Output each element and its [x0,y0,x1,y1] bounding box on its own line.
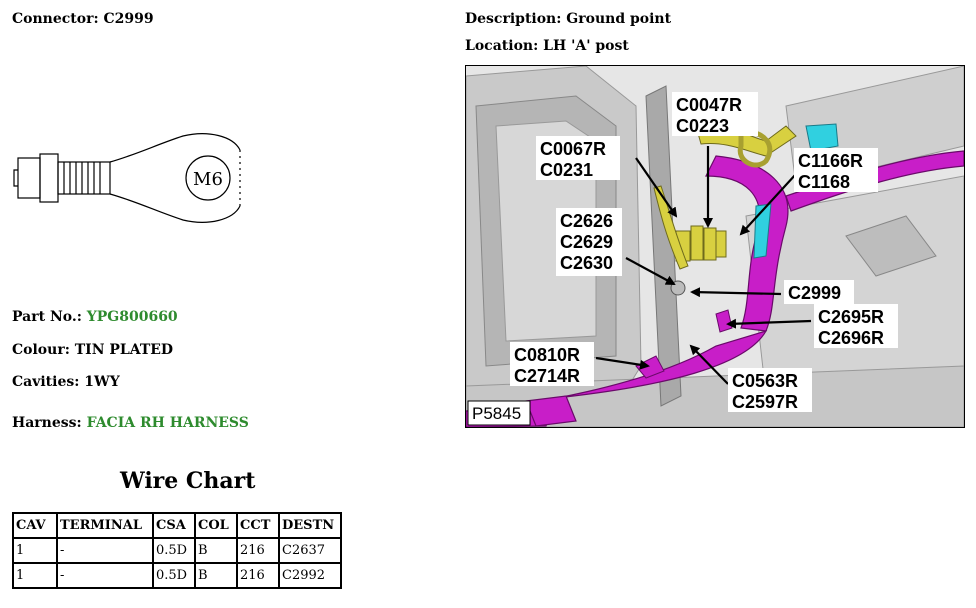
cavities-label: Cavities: 1WY [12,374,120,390]
location-photo: C0047R C0223 C0067R C0231 C1166R C1168 C… [465,65,965,428]
description-label: Description: Ground point [465,11,672,27]
callout-c1168: C1168 [798,172,850,192]
part-no-value: YPG800660 [86,309,178,325]
cell-csa: 0.5D [152,537,196,564]
colour-value: TIN PLATED [74,342,174,358]
callout-c2597r: C2597R [732,392,798,412]
col-terminal: TERMINAL [56,512,154,539]
callout-c2695r: C2695R [818,307,884,327]
table-row: 1 - 0.5D B 216 C2992 [12,562,342,589]
location-value: LH 'A' post [543,38,629,54]
callout-c0223: C0223 [676,116,729,136]
harness-value: FACIA RH HARNESS [86,415,249,431]
description-value: Ground point [566,11,672,27]
cavities-value: 1WY [84,374,120,390]
callout-c2696r: C2696R [818,328,884,348]
callout-c0231: C0231 [540,160,593,180]
wire-chart-table: CAV TERMINAL CSA COL CCT DESTN 1 - 0.5D … [12,512,342,589]
terminal-marking: M6 [193,169,223,190]
callout-c0067r: C0067R [540,139,606,159]
callout-c2999: C2999 [788,283,841,303]
cell-col: B [194,537,238,564]
col-cav: CAV [12,512,58,539]
table-row: 1 - 0.5D B 216 C2637 [12,537,342,564]
callout-c2626: C2626 [560,211,613,231]
callout-c2629: C2629 [560,232,613,252]
cell-cav: 1 [12,537,58,564]
cell-terminal: - [56,562,154,589]
callout-c2714r: C2714R [514,366,580,386]
wire-chart-title: Wire Chart [120,468,256,494]
photo-id-label: P5845 [472,404,521,423]
cell-cct: 216 [236,562,280,589]
col-cct: CCT [236,512,280,539]
cell-cav: 1 [12,562,58,589]
table-header-row: CAV TERMINAL CSA COL CCT DESTN [12,512,342,539]
cell-terminal: - [56,537,154,564]
callout-c0047r: C0047R [676,95,742,115]
connector-value: C2999 [103,11,154,27]
cell-destn: C2992 [278,562,342,589]
colour-label: Colour: TIN PLATED [12,342,174,358]
callout-c1166r: C1166R [798,151,863,171]
connector-label: Connector: C2999 [12,11,154,27]
part-no-label: Part No.: YPG800660 [12,309,178,325]
col-destn: DESTN [278,512,342,539]
col-col: COL [194,512,238,539]
location-label: Location: LH 'A' post [465,38,629,54]
location-illustration: C0047R C0223 C0067R C0231 C1166R C1168 C… [466,66,964,427]
cell-destn: C2637 [278,537,342,564]
cell-csa: 0.5D [152,562,196,589]
callout-c0810r: C0810R [514,345,580,365]
harness-label: Harness: FACIA RH HARNESS [12,415,249,431]
callout-c2630: C2630 [560,253,613,273]
col-csa: CSA [152,512,196,539]
cell-cct: 216 [236,537,280,564]
ring-terminal-drawing: M6 [13,133,241,223]
callout-c0563r: C0563R [732,371,798,391]
cell-col: B [194,562,238,589]
